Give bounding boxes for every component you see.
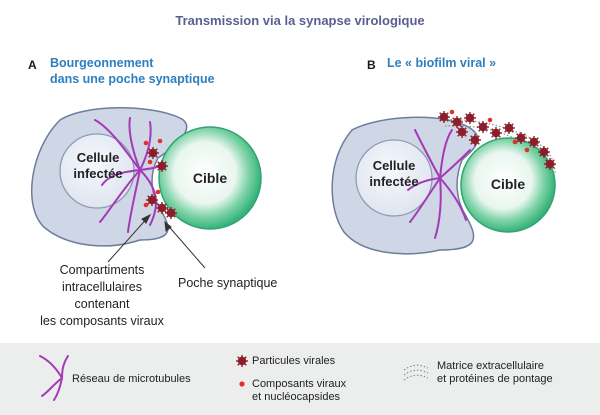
legend-components-label-line1: Composants viraux [252, 378, 347, 390]
panel-a-heading-line1: Bourgeonnement [50, 56, 154, 70]
legend-particle-icon [235, 354, 249, 368]
panel-b-infected-label-line1: Cellule [372, 158, 416, 173]
panel-a-heading-line2: dans une poche synaptique [50, 72, 215, 86]
panel-b-target-label: Cible [490, 176, 526, 192]
figure-title: Transmission via la synapse virologique [175, 13, 425, 28]
panel-b-viral-components [449, 109, 530, 153]
legend-matrix-label-line1: Matrice extracellulaire [437, 360, 544, 372]
compartments-line-1: Compartiments [59, 263, 145, 277]
panel-a-target-cell [158, 126, 262, 230]
panel-b-microtubules [407, 129, 471, 239]
legend-component-icon [239, 381, 245, 387]
pocket-callout: Poche synaptique [178, 276, 278, 290]
compartments-line-4: les composants viraux [40, 314, 164, 328]
panel-a-viral-components [143, 138, 163, 208]
compartments-line-2: intracellulaires [62, 280, 142, 294]
panel-a-infected-label-line1: Cellule [76, 150, 120, 165]
panel-a-target-label: Cible [192, 170, 228, 186]
legend-particles-label: Particules virales [252, 355, 336, 367]
panel-b-infected-label-line2: infectée [369, 174, 419, 189]
compartments-line-3: contenant [74, 297, 130, 311]
panel-b-target-cell [460, 137, 556, 233]
legend-panel [0, 343, 600, 415]
panel-a-letter: A [28, 58, 37, 72]
legend-matrix-label-line2: et protéines de pontage [437, 373, 553, 385]
panel-b-nucleus [355, 139, 433, 217]
legend-matrix-icon [403, 364, 429, 381]
compartments-callout: Compartiments intracellulaires contenant… [22, 262, 182, 330]
legend-microtubule-icon [39, 355, 69, 401]
panel-b-letter: B [367, 58, 376, 72]
panel-a-infected-label-line2: infectée [73, 166, 123, 181]
panel-b-heading: Le « biofilm viral » [387, 56, 497, 70]
legend-microtubules-label: Réseau de microtubules [72, 373, 191, 385]
panel-a-callout-lines [107, 213, 206, 269]
legend-components-label-line2: et nucléocapsides [252, 391, 341, 403]
